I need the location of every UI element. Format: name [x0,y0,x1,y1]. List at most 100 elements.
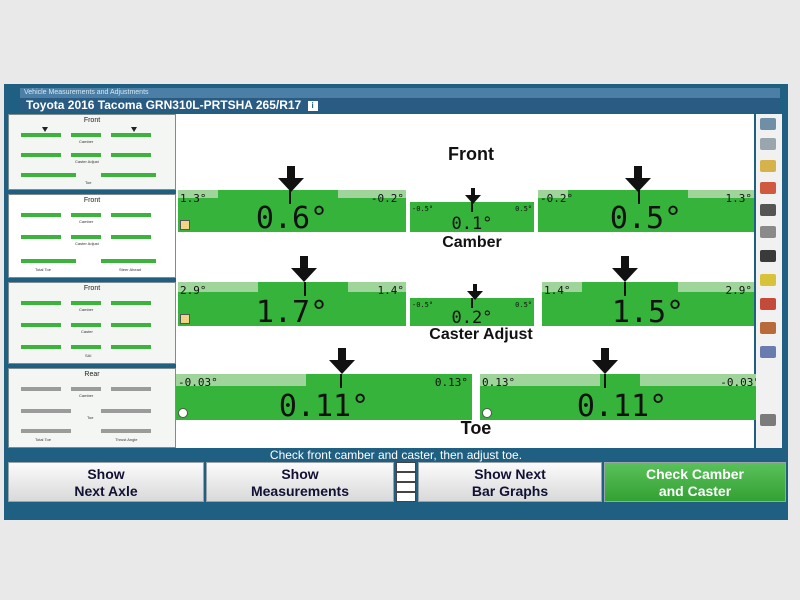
pin-icon [42,127,48,132]
settings-icon[interactable] [760,182,776,194]
toe-left-max: 0.13° [434,376,468,389]
camber-left-bar: 1.3° -0.2° 0.6° [178,190,406,232]
camera-icon[interactable] [760,204,776,216]
camber-left-min: 1.3° [180,192,207,205]
car-icon[interactable] [760,346,776,358]
target-mark [304,282,306,296]
target-mark [624,282,626,296]
target-mark [471,298,473,308]
camber-right-bar: -0.2° 1.3° 0.5° [538,190,754,232]
camber-left-value: 0.6° [255,201,329,232]
front-title: Front [448,144,494,164]
wrench-icon[interactable] [760,118,776,130]
mini-label: Toe [85,180,92,185]
bar-step [338,190,406,198]
mini-bar [71,387,101,391]
target-mark [604,374,606,388]
show-next-bar-graphs-button[interactable]: Show Next Bar Graphs [418,462,602,502]
target-mark [289,190,291,204]
caster-cross-value: 0.2° [451,308,493,326]
bar-step [480,374,600,386]
view-selector-cell[interactable] [396,482,416,492]
thumbnail-title: Front [83,197,101,204]
bar-step [348,282,406,292]
mini-label: Camber [79,219,94,224]
mini-bar [71,301,101,305]
thumbnail-front-camber-caster-toe[interactable]: Front Camber Caster Adjust Toe [8,114,176,190]
show-measurements-button[interactable]: Show Measurements [206,462,394,502]
mini-label: Thrust Angle [115,437,138,442]
tire-icon[interactable] [760,226,776,238]
caster-icon[interactable] [760,160,776,172]
camber-right-value: 0.5° [609,201,683,232]
view-selector-cell[interactable] [396,492,416,502]
view-selector-cell[interactable] [396,462,416,472]
mini-bar [21,173,76,177]
mini-bar [71,235,101,239]
mini-bar [21,429,71,433]
caster-cross-min: -0.5° [412,301,434,309]
color-palette-icon[interactable] [760,298,776,310]
view-selector-cell[interactable] [396,472,416,482]
camber-cross-value: 0.1° [451,214,493,232]
down-arrow-icon [465,188,481,206]
camber-right-min: -0.2° [540,192,574,205]
mini-bar [21,235,61,239]
bar-step [542,282,582,292]
thumbnail-front-sai[interactable]: Front Camber Caster SAI [8,282,176,364]
mini-bar [111,387,151,391]
camber-left-max: -0.2° [370,192,404,205]
mini-label: SAI [85,353,92,358]
bar-step [640,374,764,386]
caster-right-min: 1.4° [544,284,571,297]
down-arrow-icon [329,348,355,376]
mini-bar [21,213,61,217]
help-icon[interactable] [760,414,776,426]
mini-bar [101,173,156,177]
show-next-axle-button[interactable]: Show Next Axle [8,462,204,502]
check-camber-caster-button[interactable]: Check Camber and Caster [604,462,786,502]
bar-step [688,190,754,198]
camber-label: Camber [442,234,502,251]
caster-cross-max: 0.5° [515,301,532,309]
caster-cross-bar: -0.5° 0.5° 0.2° [410,298,534,326]
bar-step [178,282,258,292]
caster-right-bar: 1.4° 2.9° 1.5° [542,282,754,326]
thumbnail-rear[interactable]: Rear Camber Toe Total Toe Thrust Angle [8,368,176,448]
target-mark [638,190,640,204]
view-selector[interactable] [396,462,416,502]
status-message: Check front camber and caster, then adju… [269,448,523,462]
thumbnail-title: Rear [84,371,100,378]
toe-right-value: 0.11° [576,389,668,420]
measure-icon[interactable] [760,322,776,334]
printer-icon[interactable] [760,138,776,150]
camber-cross-min: -0.5° [412,205,434,213]
down-arrow-icon [467,284,483,302]
vehicle-header: Toyota 2016 Tacoma GRN310L-PRTSHA 265/R1… [20,98,780,112]
down-arrow-icon [592,348,618,376]
mini-bar [71,153,101,157]
mini-label: Camber [79,307,94,312]
mini-bar [111,153,151,157]
camber-cross-max: 0.5° [515,205,532,213]
mini-label: Camber [79,139,94,144]
toe-right-min: 0.13° [482,376,516,389]
pin-icon [131,127,137,132]
down-arrow-icon [291,256,317,284]
mini-bar [101,429,151,433]
info-icon[interactable]: i [307,100,318,111]
mini-bar [71,345,101,349]
mini-bar [21,133,61,137]
measurement-display: Front 1.3° -0.2° 0.6° -0.5° 0.5° 0.1° -0… [176,114,764,448]
toe-left-min: -0.03° [178,376,218,389]
mini-bar [101,409,151,413]
target-icon [482,408,492,418]
angle-icon[interactable] [760,250,776,262]
toe-right-bar: 0.13° -0.03° 0.11° [480,374,764,420]
mini-bar [71,133,101,137]
mini-label: Caster [81,329,93,334]
thumbnail-front-total-toe[interactable]: Front Camber Caster Adjust Total Toe Ste… [8,194,176,278]
toe-left-bar: -0.03° 0.13° 0.11° [176,374,472,420]
ruler-icon[interactable] [760,274,776,286]
mini-label: Total Toe [35,267,51,272]
